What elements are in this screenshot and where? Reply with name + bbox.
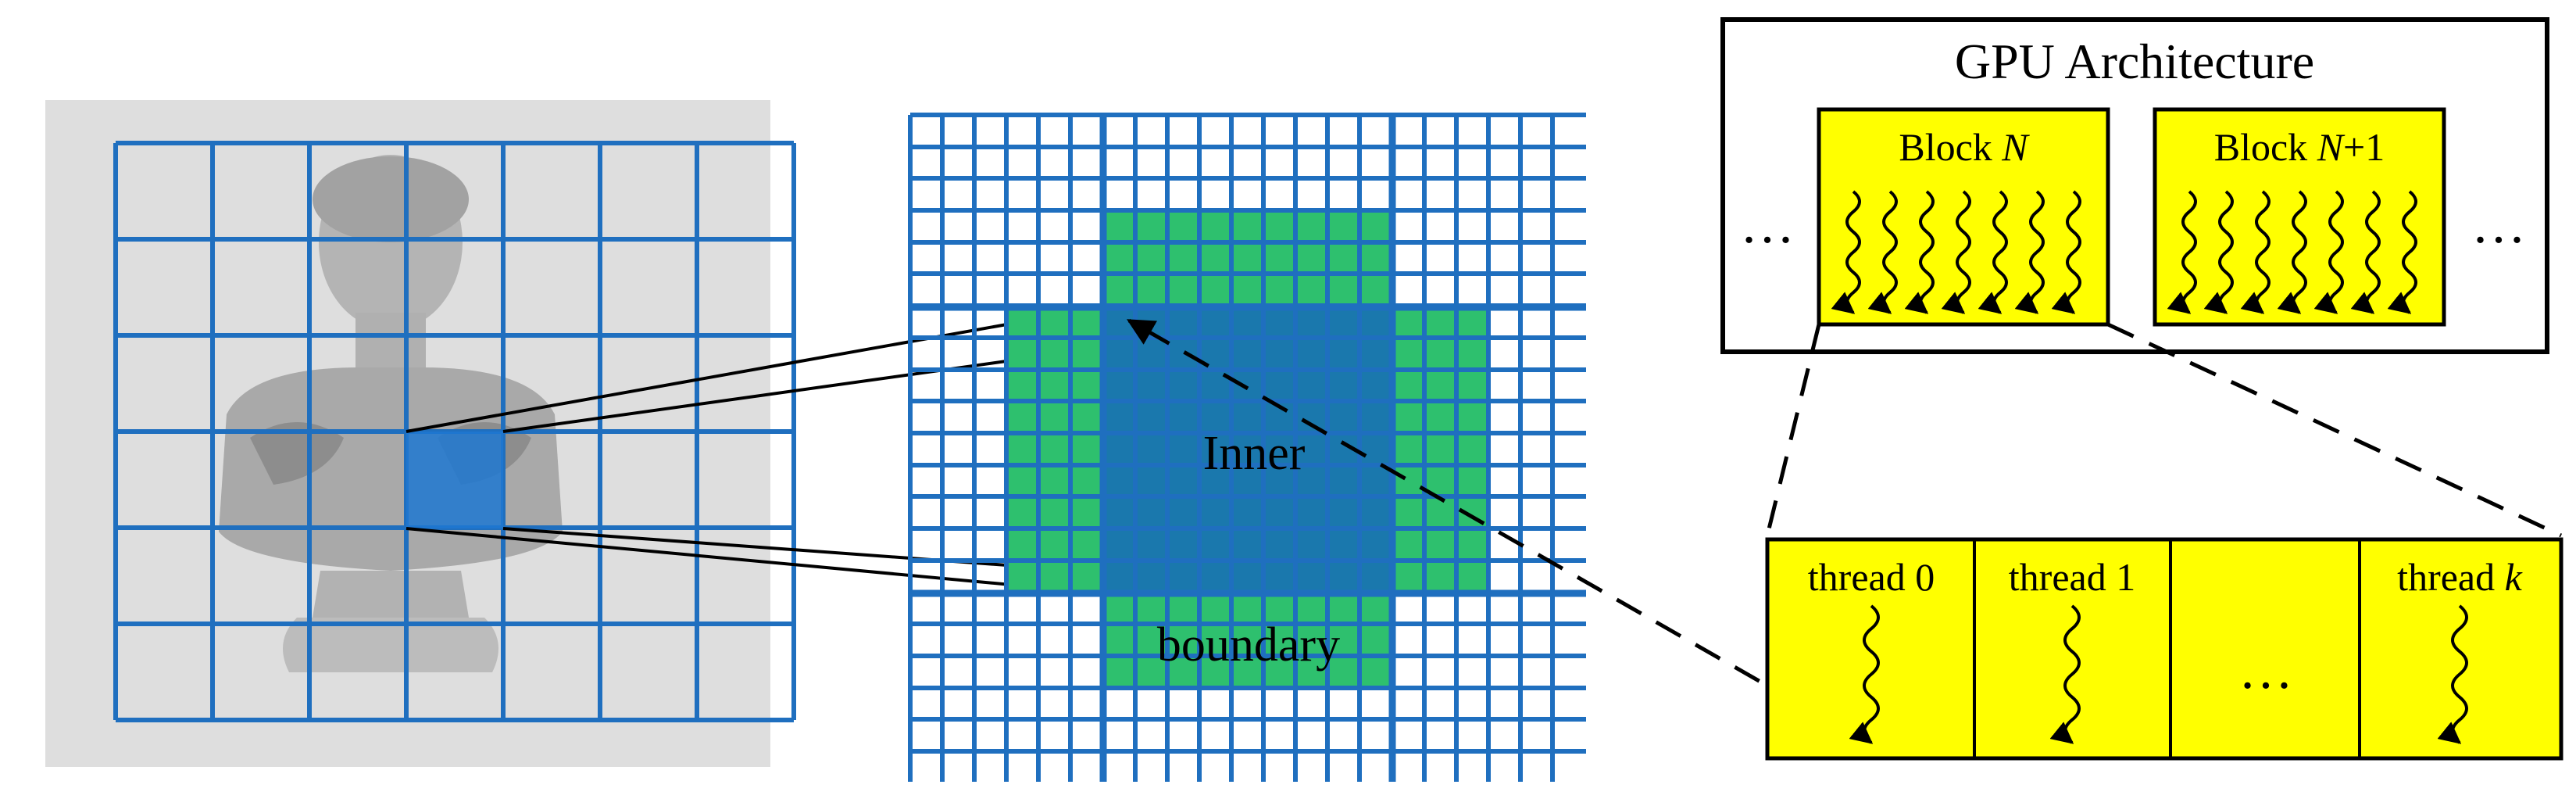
left-grid (113, 141, 796, 722)
block-n-plus-1: Block N+1 (2153, 107, 2446, 327)
block-zoom-lines (1765, 322, 2563, 538)
left-panel (45, 100, 796, 767)
block-n-threads (1831, 190, 2081, 314)
thread-squiggle-arrow (2051, 190, 2081, 314)
thread-squiggle-arrow (2167, 190, 2197, 314)
thread-squiggle-arrow (1941, 190, 1971, 314)
boundary-region-left (1006, 307, 1103, 593)
thread-squiggle-arrow (1867, 190, 1898, 314)
thread-1-label: thread 1 (2009, 555, 2135, 599)
thread-row: thread 0 thread 1 thread k … (1765, 537, 2563, 761)
thread-squiggle-arrow (2277, 190, 2307, 314)
highlighted-subdomain-cell (406, 432, 503, 528)
thread-0-label: thread 0 (1808, 555, 1935, 599)
thread-squiggle-arrow (2203, 190, 2234, 314)
thread-squiggle-arrow (2014, 190, 2045, 314)
thread-ellipsis: … (2238, 640, 2293, 700)
middle-panel: Inner boundary (908, 113, 1586, 782)
gpu-ellipsis-right: … (2471, 195, 2526, 255)
block-n-label: Block N (1899, 125, 2030, 169)
block-n-plus-1-threads (2167, 190, 2417, 314)
boundary-region-top (1103, 211, 1392, 307)
thread-squiggle-arrow (2387, 190, 2417, 314)
thread-k-label: thread k (2397, 555, 2522, 599)
thread-squiggle-arrow (2313, 190, 2344, 314)
thread-squiggle-arrow (1978, 190, 2008, 314)
block-n: Block N (1817, 107, 2110, 327)
middle-grid (908, 113, 1586, 782)
mapping-arrow (1126, 318, 1800, 706)
inner-region (1103, 307, 1392, 593)
thread-squiggle-arrow (1904, 190, 1935, 314)
thread-squiggle-arrow (1831, 190, 1861, 314)
thread-squiggle-arrow (2240, 190, 2271, 314)
thread-squiggle-arrow (2437, 604, 2468, 744)
gpu-title: GPU Architecture (1955, 34, 2314, 89)
thread-squiggle-arrow (2049, 604, 2081, 744)
boundary-label: boundary (1157, 618, 1340, 672)
boundary-region-right (1392, 307, 1489, 593)
boundary-region-bottom (1103, 593, 1392, 690)
gpu-architecture-box: GPU Architecture Block N Block N+1 … … (1720, 17, 2549, 354)
thread-squiggle-arrow (1849, 604, 1880, 744)
thread-squiggles (1849, 604, 2468, 744)
block-n-plus-1-label: Block N+1 (2214, 125, 2385, 169)
inner-label: Inner (1203, 427, 1306, 480)
thread-squiggle-arrow (2350, 190, 2381, 314)
gpu-ellipsis-left: … (1740, 195, 1795, 255)
